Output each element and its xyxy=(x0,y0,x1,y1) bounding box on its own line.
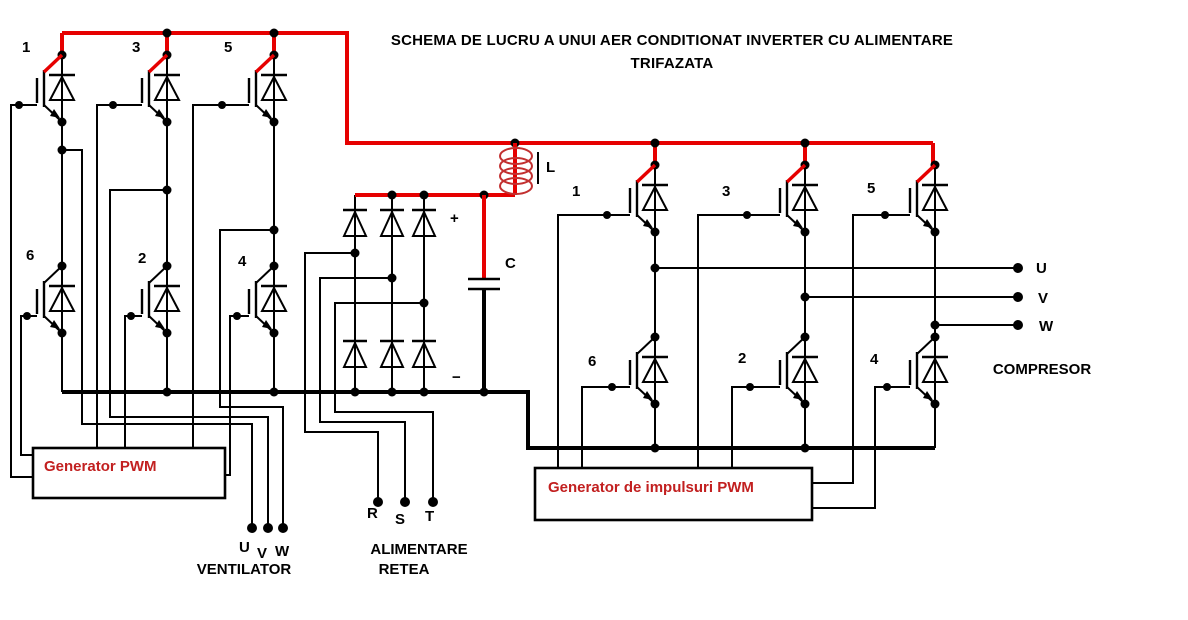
title-line-1: SCHEMA DE LUCRU A UNUI AER CONDITIONAT I… xyxy=(391,32,953,49)
rectifier-column-3 xyxy=(411,195,437,392)
fan-gate3-wire xyxy=(96,104,142,448)
comp-gate3-wire xyxy=(697,214,780,468)
comp-gate-wires xyxy=(557,211,910,509)
comp-igbt4-collector-link xyxy=(916,336,936,355)
comp-gate2-wire xyxy=(731,386,780,468)
comp-pwm-generator: Generator de impulsuri PWM xyxy=(533,466,814,522)
mains-t-label: T xyxy=(425,508,434,525)
compressor-inverter: 1 3 5 6 2 4 xyxy=(572,159,950,448)
comp-igbt6-collector-link xyxy=(636,336,656,355)
title-line-2: TRIFAZATA xyxy=(631,55,714,72)
fan-pwm-generator: Generator PWM xyxy=(31,446,227,500)
mains-r-label: R xyxy=(367,505,378,522)
dc-plus-bus-wire xyxy=(62,31,933,145)
fan-output-w-label: W xyxy=(275,543,290,560)
fan-phase-u-wire xyxy=(62,149,253,528)
fan-gate6-wire xyxy=(20,315,37,456)
comp-igbt1-number: 1 xyxy=(572,183,580,200)
fan-phase-v-wire xyxy=(109,189,269,528)
fan-igbt2-collector-link xyxy=(148,265,168,284)
fan-gate4-wire xyxy=(225,315,249,476)
fan-gate1-wire xyxy=(10,104,37,478)
comp-output-v-label: V xyxy=(1038,290,1048,307)
fan-igbt6-number: 6 xyxy=(26,247,34,264)
comp-output-u-label: U xyxy=(1036,260,1047,277)
comp-output-lines: U V W COMPRESOR xyxy=(650,260,1092,378)
fan-igbt3-number: 3 xyxy=(132,39,140,56)
fan-gate2-wire xyxy=(124,315,142,448)
mains-t-wire xyxy=(334,302,434,502)
dc-plus-bus-wiring xyxy=(60,28,935,165)
dc-link: L + C − xyxy=(355,143,555,392)
comp-gate4-wire xyxy=(812,386,910,509)
fan-pwm-box xyxy=(31,446,227,500)
inductor-label: L xyxy=(546,159,555,176)
fan-gate-wires xyxy=(10,101,249,478)
comp-pwm-box-label: Generator de impulsuri PWM xyxy=(548,479,754,496)
fan-output-u-label: U xyxy=(239,539,250,556)
comp-igbt5-collector-link xyxy=(915,163,937,184)
comp-igbt4-number: 4 xyxy=(870,351,879,368)
fan-output-labels: U V W VENTILATOR xyxy=(197,539,292,578)
fan-gate5-wire xyxy=(192,104,249,448)
fan-igbt2-number: 2 xyxy=(138,250,146,267)
inductor-coil xyxy=(499,147,539,195)
capacitor-label: C xyxy=(505,255,516,272)
comp-pwm-box xyxy=(533,466,814,522)
comp-gate6-wire xyxy=(581,386,630,468)
rectifier-bridge xyxy=(342,195,437,392)
capacitor xyxy=(468,277,500,291)
mains-supply-label-1: ALIMENTARE xyxy=(370,541,467,558)
comp-igbt3-number: 3 xyxy=(722,183,730,200)
comp-igbt5-number: 5 xyxy=(867,180,875,197)
comp-load-label: COMPRESOR xyxy=(993,361,1092,378)
fan-igbt4-collector-link xyxy=(255,265,275,284)
comp-igbt2-collector-link xyxy=(786,336,806,355)
comp-igbt2-number: 2 xyxy=(738,350,746,367)
fan-igbt1-number: 1 xyxy=(22,39,30,56)
fan-inverter: 1 3 5 6 2 4 xyxy=(22,39,289,392)
fan-igbt3-collector-link xyxy=(147,53,169,74)
comp-igbt3-collector-link xyxy=(785,163,807,184)
comp-gate5-wire xyxy=(812,214,910,484)
fan-igbt5-collector-link xyxy=(254,53,276,74)
fan-pwm-box-label: Generator PWM xyxy=(44,458,157,475)
mains-input-wires: R S T ALIMENTARE RETEA xyxy=(304,252,468,578)
fan-igbt4-number: 4 xyxy=(238,253,247,270)
mains-r-wire xyxy=(304,252,379,502)
fan-phase-w-wire xyxy=(219,229,284,528)
fan-igbt1-collector-link xyxy=(42,53,64,74)
mains-s-label: S xyxy=(395,511,405,528)
schematic-title: SCHEMA DE LUCRU A UNUI AER CONDITIONAT I… xyxy=(391,32,953,72)
fan-phase-wires xyxy=(57,145,288,533)
fan-igbt6-collector-link xyxy=(43,265,63,284)
mains-supply-label-2: RETEA xyxy=(379,561,430,578)
fan-load-label: VENTILATOR xyxy=(197,561,292,578)
comp-igbt1-collector-link xyxy=(635,163,657,184)
rectifier-column-1 xyxy=(342,195,368,392)
comp-igbt6-number: 6 xyxy=(588,353,596,370)
plus-label: + xyxy=(450,210,459,227)
mains-s-wire xyxy=(319,277,406,502)
fan-output-v-label: V xyxy=(257,545,267,562)
minus-label: − xyxy=(452,369,461,386)
comp-gate1-wire xyxy=(557,214,630,468)
comp-output-w-label: W xyxy=(1039,318,1054,335)
rectifier-column-2 xyxy=(379,195,405,392)
fan-igbt5-number: 5 xyxy=(224,39,232,56)
